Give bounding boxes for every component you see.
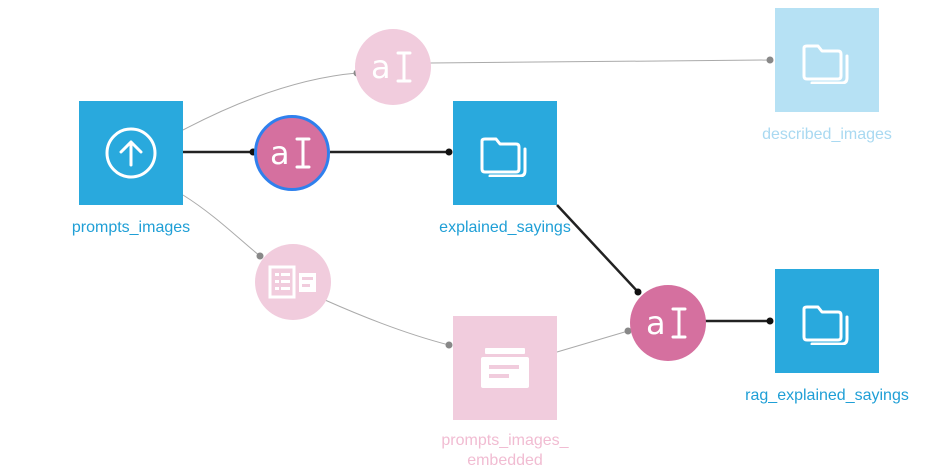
llm-recipe-icon: a xyxy=(371,48,412,86)
edge-port xyxy=(256,252,264,260)
edge-prompts-to-embed[interactable] xyxy=(182,194,261,257)
edge-explained-to-rag[interactable] xyxy=(556,204,639,293)
folder-icon xyxy=(802,305,849,345)
dataset-explained-sayings[interactable] xyxy=(453,101,557,205)
llm-recipe-icon: a xyxy=(646,304,687,342)
llm-recipe-icon: a xyxy=(270,134,311,172)
svg-text:a: a xyxy=(371,48,391,86)
svg-text:a: a xyxy=(270,134,290,172)
folder-icon xyxy=(480,137,527,177)
dataset-label-explained-sayings[interactable]: explained_sayings xyxy=(439,219,571,236)
dataset-prompts-images[interactable] xyxy=(79,101,183,205)
edge-port xyxy=(766,56,774,64)
edge-port xyxy=(445,148,453,156)
edge-port xyxy=(766,317,774,325)
edge-port xyxy=(634,288,642,296)
edge-embed-to-embedded[interactable] xyxy=(324,299,450,346)
edge-prompts-to-describe[interactable] xyxy=(182,72,358,131)
upload-icon xyxy=(105,127,157,179)
dataset-prompts-images-embedded[interactable] xyxy=(453,316,557,420)
edge-port xyxy=(624,327,632,335)
knowledge-bank-icon xyxy=(481,348,529,388)
embed-recipe-icon xyxy=(268,265,316,299)
recipe-rag-llm[interactable]: a xyxy=(630,285,706,361)
dataset-rag-explained-sayings[interactable] xyxy=(775,269,879,373)
edge-embedded-to-rag[interactable] xyxy=(556,330,629,353)
recipe-describe-llm[interactable]: a xyxy=(355,29,431,105)
dataset-label-prompts-images[interactable]: prompts_images xyxy=(71,219,191,236)
label-line-1: prompts_images_ xyxy=(441,432,569,449)
edge-port xyxy=(445,341,453,349)
dataset-label-described-images[interactable]: described_images xyxy=(762,126,892,143)
edge-describe-to-described[interactable] xyxy=(429,59,771,64)
svg-text:a: a xyxy=(646,304,666,342)
label-line-2: embedded xyxy=(467,452,543,469)
recipe-embed[interactable] xyxy=(255,244,331,320)
dataset-described-images[interactable] xyxy=(775,8,879,112)
folder-icon xyxy=(802,44,849,84)
dataset-label-prompts-images-embedded[interactable]: prompts_images_ embedded xyxy=(420,431,590,471)
dataset-label-rag-explained-sayings[interactable]: rag_explained_sayings xyxy=(745,387,909,404)
recipe-explain-llm[interactable]: a xyxy=(254,115,330,191)
